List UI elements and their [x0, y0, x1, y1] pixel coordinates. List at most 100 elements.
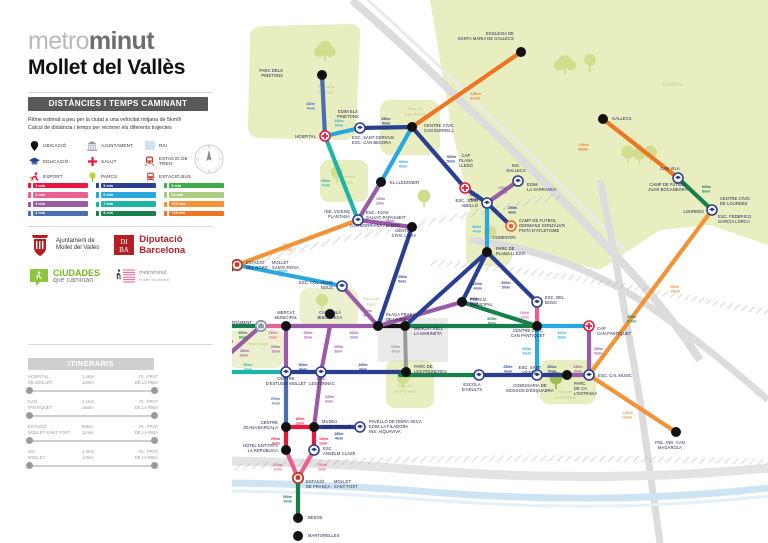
station-marker[interactable]: [407, 122, 417, 132]
station-marker[interactable]: [562, 370, 572, 380]
station-marker[interactable]: [457, 297, 467, 307]
route-segment[interactable]: [322, 133, 361, 223]
route-segment[interactable]: [357, 124, 415, 131]
route-segment[interactable]: [586, 372, 679, 435]
education-glyph: [709, 207, 715, 212]
route-segment[interactable]: [234, 217, 361, 268]
route-segment[interactable]: [484, 178, 521, 206]
station-marker[interactable]: [706, 204, 718, 216]
station-marker[interactable]: [319, 130, 331, 142]
station-marker[interactable]: [281, 445, 291, 455]
station-marker[interactable]: [315, 366, 327, 378]
station-marker[interactable]: [354, 421, 366, 433]
station-dot-icon[interactable]: [373, 321, 383, 331]
station-dot-icon[interactable]: [407, 122, 417, 132]
station-markers[interactable]: [203, 47, 718, 541]
station-marker[interactable]: [583, 369, 595, 381]
station-dot-icon[interactable]: [281, 445, 291, 455]
station-marker[interactable]: [505, 220, 517, 232]
station-marker[interactable]: [512, 175, 524, 187]
station-marker[interactable]: [482, 247, 492, 257]
station-marker[interactable]: [280, 366, 292, 378]
route-segment[interactable]: [234, 262, 345, 289]
station-marker[interactable]: [459, 182, 471, 194]
station-marker[interactable]: [281, 321, 291, 331]
route-segment[interactable]: [319, 72, 328, 139]
station-marker[interactable]: [309, 422, 319, 432]
route-segment[interactable]: [484, 249, 540, 305]
station-marker[interactable]: [376, 177, 386, 187]
route-segment[interactable]: [675, 175, 715, 213]
route-segment[interactable]: [311, 369, 324, 430]
station-marker[interactable]: [291, 471, 305, 485]
station-marker[interactable]: [407, 222, 417, 232]
station-dot-icon[interactable]: [293, 513, 303, 523]
station-dot-icon[interactable]: [516, 47, 526, 57]
route-segment[interactable]: [318, 323, 333, 375]
route-segment[interactable]: [459, 249, 490, 305]
route-segment[interactable]: [339, 283, 381, 329]
station-marker[interactable]: [354, 122, 366, 134]
station-dot-icon[interactable]: [281, 422, 291, 432]
station-dot-icon[interactable]: [598, 114, 608, 124]
station-marker[interactable]: [672, 172, 684, 184]
route-segment[interactable]: [355, 217, 415, 230]
route-segment[interactable]: [409, 124, 468, 191]
route-segment[interactable]: [403, 324, 408, 374]
station-marker[interactable]: [230, 258, 244, 272]
station-marker[interactable]: [336, 280, 348, 292]
station-marker[interactable]: [481, 197, 493, 209]
station-marker[interactable]: [254, 319, 268, 333]
station-dot-icon[interactable]: [671, 427, 681, 437]
station-dot-icon[interactable]: [309, 422, 319, 432]
station-dot-icon[interactable]: [401, 367, 411, 377]
station-marker[interactable]: [373, 321, 383, 331]
station-dot-icon[interactable]: [376, 177, 386, 187]
station-dot-icon[interactable]: [482, 247, 492, 257]
route-segment[interactable]: [375, 224, 415, 329]
station-dot-icon[interactable]: [562, 370, 572, 380]
route-segment[interactable]: [459, 299, 540, 329]
station-marker[interactable]: [317, 70, 327, 80]
station-marker[interactable]: [531, 369, 543, 381]
station-marker[interactable]: [598, 114, 608, 124]
route-segment[interactable]: [322, 125, 363, 139]
station-dot-icon[interactable]: [457, 297, 467, 307]
route-segment[interactable]: [586, 207, 715, 378]
route-segment[interactable]: [409, 49, 524, 130]
station-marker[interactable]: [293, 513, 303, 523]
station-dot-icon[interactable]: [293, 531, 303, 541]
station-marker[interactable]: [531, 296, 543, 308]
station-marker[interactable]: [281, 422, 291, 432]
station-dot-icon[interactable]: [400, 321, 410, 331]
route-segment[interactable]: [378, 124, 415, 185]
station-marker[interactable]: [671, 427, 681, 437]
station-marker[interactable]: [516, 47, 526, 57]
station-dot-icon[interactable]: [325, 309, 335, 319]
route-segment[interactable]: [402, 249, 490, 329]
station-dot-icon[interactable]: [281, 321, 291, 331]
station-marker[interactable]: [308, 444, 320, 456]
station-marker[interactable]: [401, 367, 411, 377]
station-marker[interactable]: [325, 309, 335, 319]
station-dot-icon[interactable]: [317, 70, 327, 80]
route-segment[interactable]: [355, 179, 384, 223]
station-marker[interactable]: [352, 214, 364, 226]
station-marker[interactable]: [532, 321, 542, 331]
legend-item-parcs: PARCS: [86, 171, 144, 182]
station-marker[interactable]: [583, 320, 595, 332]
station-dot-icon[interactable]: [407, 222, 417, 232]
route-segment[interactable]: [600, 116, 681, 181]
station-marker[interactable]: [400, 321, 410, 331]
station-marker[interactable]: [293, 531, 303, 541]
station-dot-icon[interactable]: [532, 321, 542, 331]
station-marker[interactable]: [473, 369, 485, 381]
